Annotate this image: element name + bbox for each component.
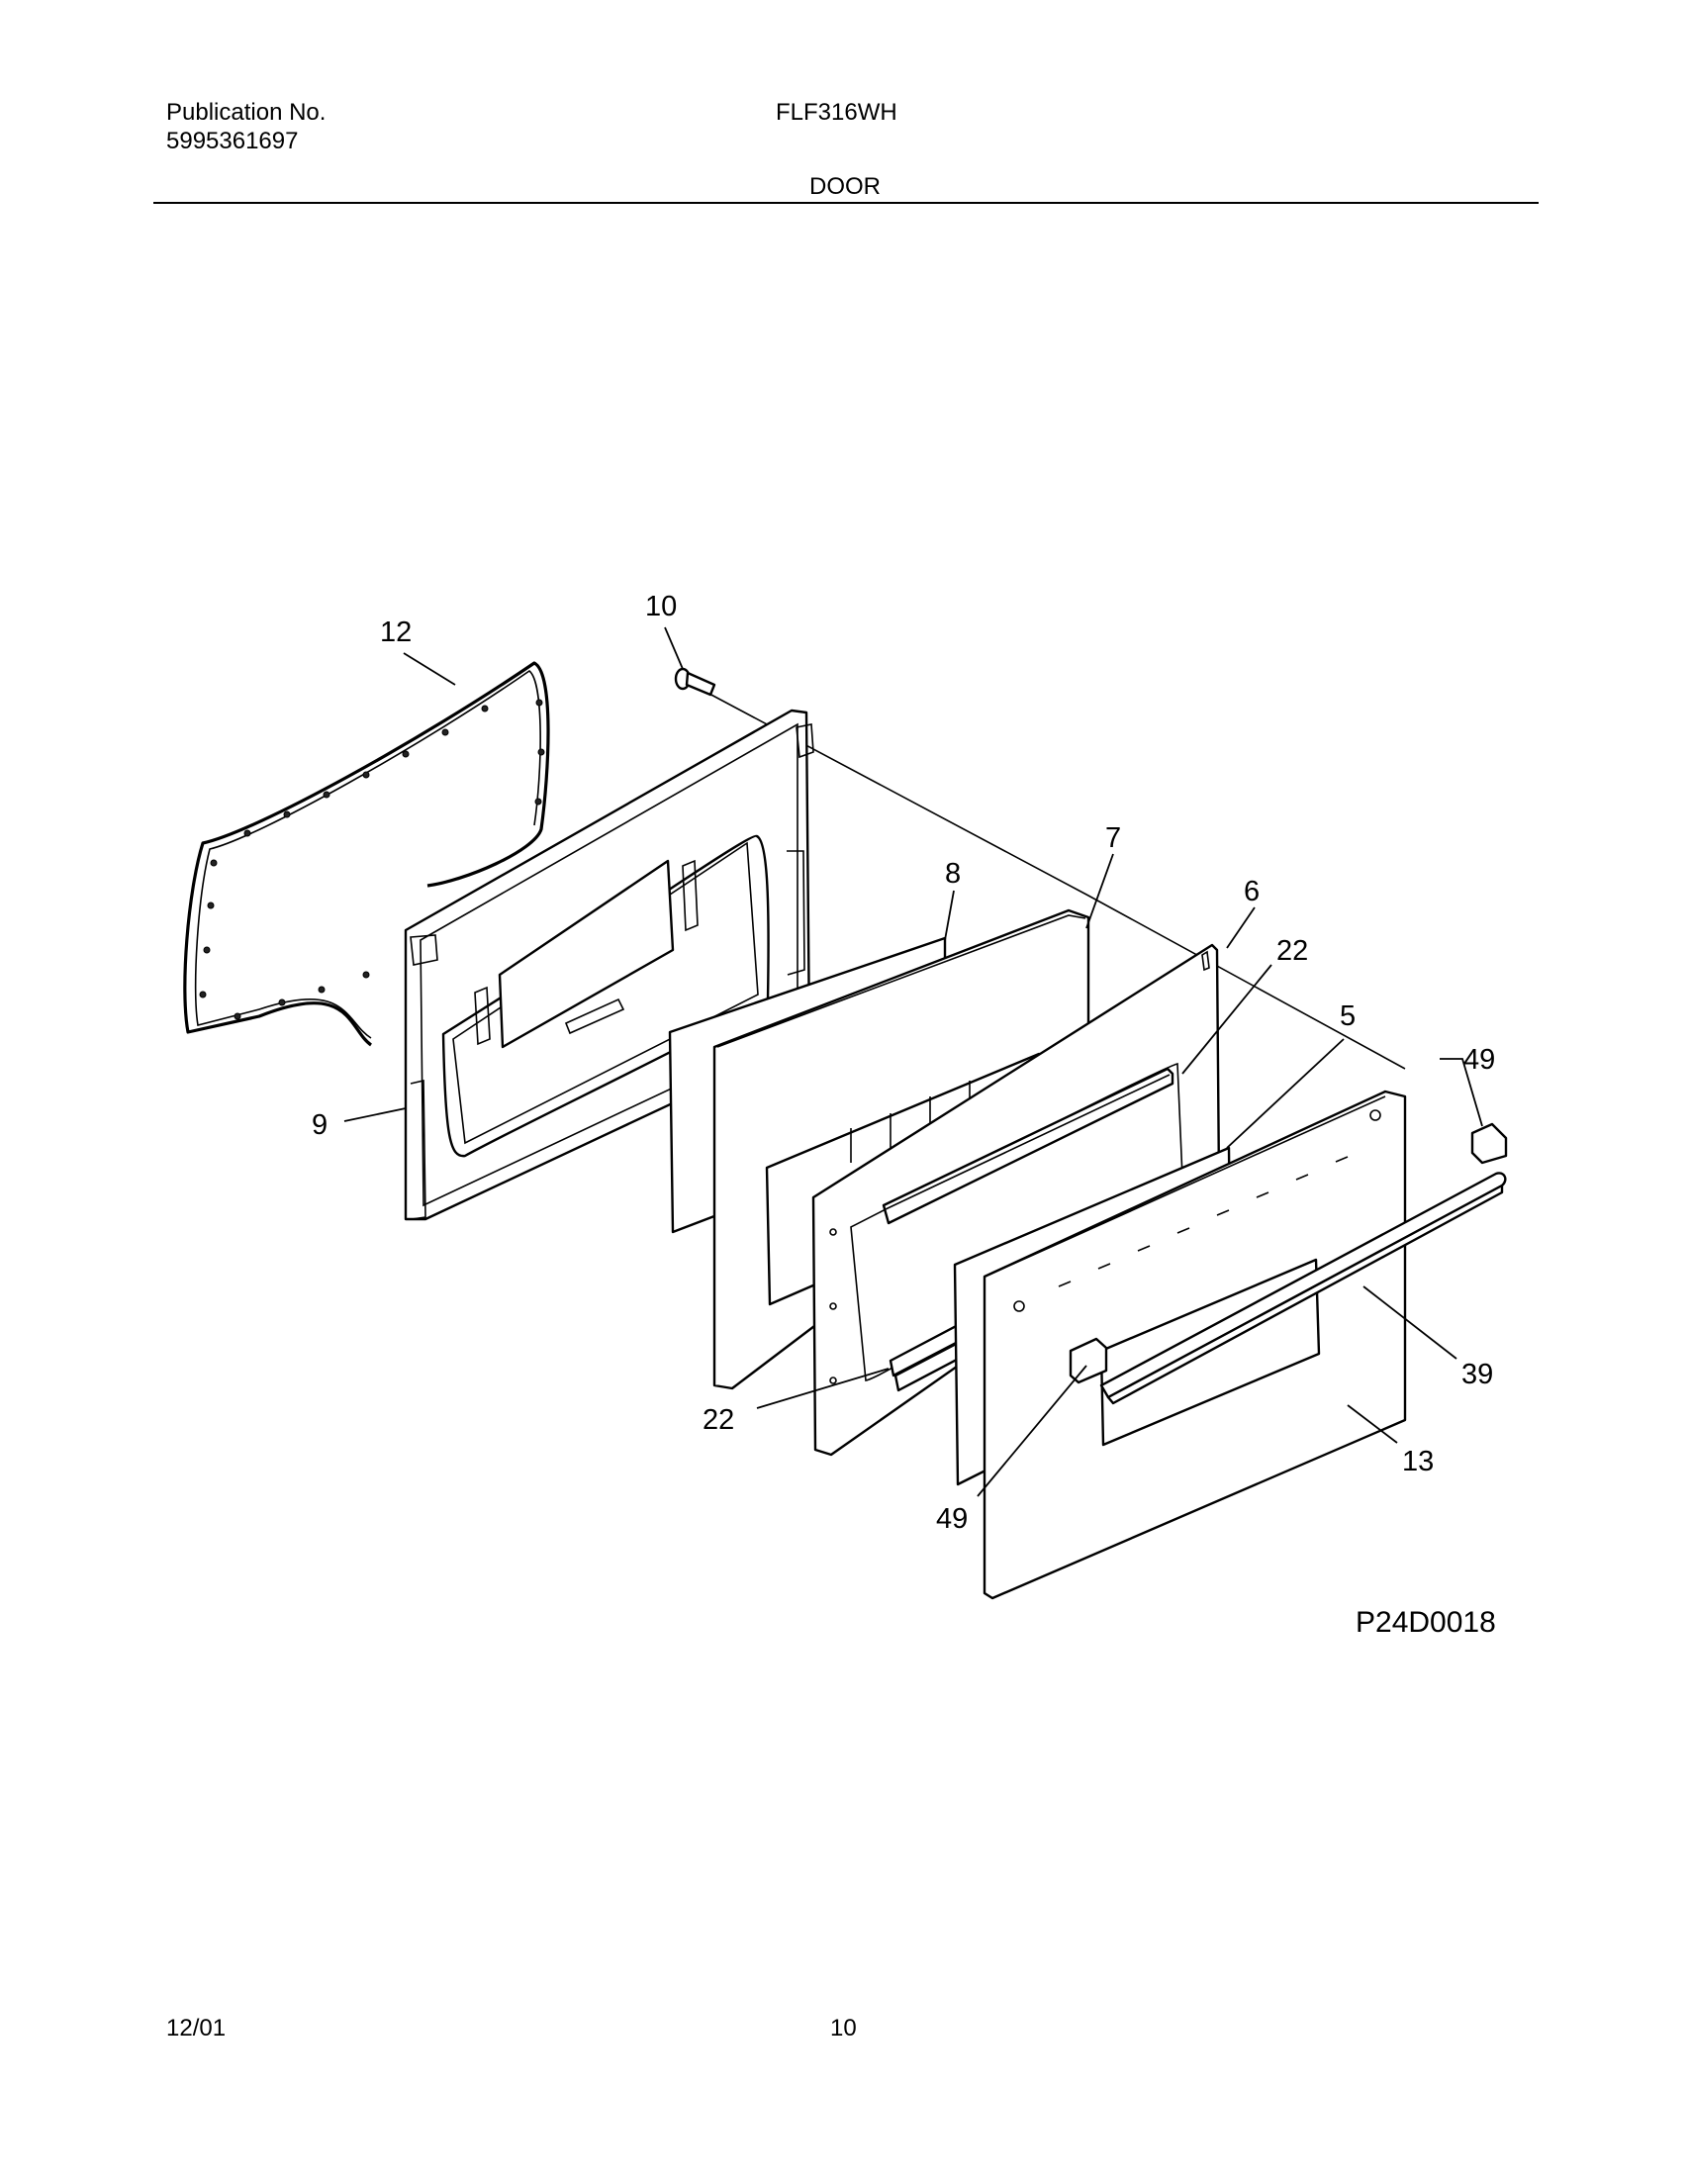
callout-22-top: 22 — [1276, 935, 1308, 967]
callout-13: 13 — [1402, 1446, 1434, 1477]
callout-10: 10 — [645, 591, 677, 622]
glass-retainer-top — [882, 1067, 1174, 1225]
screw — [674, 667, 716, 697]
callout-5: 5 — [1340, 1000, 1356, 1032]
door-gasket — [183, 661, 550, 1047]
callout-12: 12 — [380, 617, 412, 648]
callout-22-bottom: 22 — [703, 1404, 734, 1436]
callout-49-top: 49 — [1463, 1044, 1495, 1076]
header-rule — [153, 202, 1539, 204]
publication-number: 5995361697 — [166, 128, 299, 154]
handle-end-cap-top — [1470, 1122, 1508, 1165]
publication-label: Publication No. — [166, 99, 327, 126]
drawing-id: P24D0018 — [1356, 1606, 1496, 1639]
callout-9: 9 — [312, 1109, 328, 1141]
callout-8: 8 — [945, 858, 961, 890]
handle-end-cap-bottom — [1069, 1337, 1108, 1384]
door-liner-frame — [404, 709, 814, 1221]
callout-39: 39 — [1461, 1359, 1493, 1390]
page-number: 10 — [830, 2015, 857, 2042]
callout-7: 7 — [1105, 822, 1121, 854]
footer-date: 12/01 — [166, 2015, 227, 2042]
callout-49-bottom: 49 — [936, 1503, 968, 1535]
section-title: DOOR — [809, 173, 881, 200]
door-handle — [1099, 1172, 1507, 1405]
alignment-line — [706, 692, 1406, 1070]
callout-6: 6 — [1244, 876, 1260, 907]
model-number: FLF316WH — [776, 99, 897, 126]
leader-lines — [343, 626, 1483, 1497]
